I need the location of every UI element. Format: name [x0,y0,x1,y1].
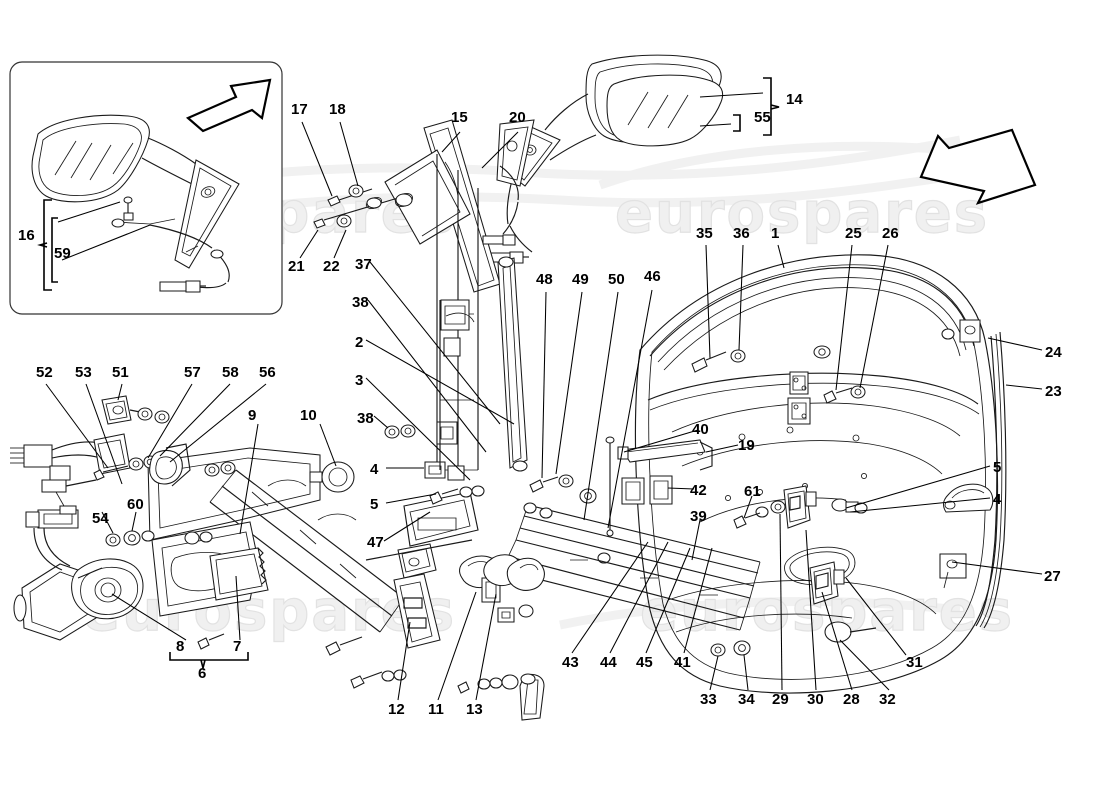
leader-lines [45,121,1043,701]
arrow-up-right-icon [185,78,272,133]
callout-1: 1 [771,225,779,242]
callout-58: 58 [222,364,239,381]
callout-56: 56 [259,364,276,381]
watermark-text-right: eurospares [615,181,989,246]
callout-38-a: 38 [352,294,369,311]
bracket-14-55 [699,77,780,136]
door-latch-group [710,485,877,657]
rear-view-mirror-right [485,54,724,264]
callout-59-inset: 59 [54,245,71,262]
callout-22: 22 [323,258,340,275]
callout-54: 54 [92,510,109,527]
callout-26: 26 [882,225,899,242]
callout-25: 25 [845,225,862,242]
callout-2: 2 [355,334,363,351]
callout-48: 48 [536,271,553,288]
callout-35: 35 [696,225,713,242]
callout-39: 39 [690,508,707,525]
callout-15: 15 [451,109,468,126]
callout-34: 34 [738,691,755,708]
callout-14: 14 [786,91,803,108]
callout-43: 43 [562,654,579,671]
callout-38-b: 38 [357,410,374,427]
callout-5-left: 5 [370,496,378,513]
callout-45: 45 [636,654,653,671]
inset-mirror-assembly [31,114,240,293]
door-sill-plate [365,300,485,561]
window-regulator-mechanism [10,395,405,650]
callout-49: 49 [572,271,589,288]
callout-24: 24 [1045,344,1062,361]
callout-20: 20 [509,109,526,126]
callout-41: 41 [674,654,691,671]
callout-11: 11 [428,701,444,718]
callout-7: 7 [233,638,241,655]
callout-52: 52 [36,364,53,381]
window-guide-rail [497,256,528,472]
callout-8: 8 [176,638,184,655]
callout-57: 57 [184,364,201,381]
callout-51: 51 [112,364,129,381]
callout-17: 17 [291,101,308,118]
callout-12: 12 [388,701,405,718]
callout-4-left: 4 [370,461,379,478]
callout-37: 37 [355,256,372,273]
callout-32: 32 [879,691,896,708]
callout-33: 33 [700,691,717,708]
callout-31: 31 [906,654,923,671]
callout-13: 13 [466,701,483,718]
callout-30: 30 [807,691,824,708]
callout-23: 23 [1045,383,1062,400]
callout-53: 53 [75,364,92,381]
callout-27: 27 [1044,568,1061,585]
callout-40: 40 [692,421,709,438]
mirror-detail-inset: 16 59 [9,61,283,315]
door-weatherstrip [939,319,1007,629]
callout-18: 18 [329,101,346,118]
callout-50: 50 [608,271,625,288]
callout-19: 19 [738,437,755,454]
callout-36: 36 [733,225,750,242]
callout-29: 29 [772,691,789,708]
callout-16-inset: 16 [18,227,35,244]
callout-21: 21 [288,258,305,275]
callout-9: 9 [248,407,256,424]
callout-46: 46 [644,268,661,285]
bracket-16-59 [37,199,151,291]
wiring-connector-group [10,441,105,515]
fastener-group-door-upper [691,328,955,404]
callout-44: 44 [600,654,617,671]
door-panel-assembly [634,254,999,694]
callout-10: 10 [300,407,317,424]
lower-bracket-group [325,543,545,721]
fastener-group-top-left [313,184,413,229]
callout-47: 47 [367,534,384,551]
callout-4-right: 4 [993,491,1002,508]
arrow-up-left-icon [919,128,1037,205]
bracket-6 [169,652,249,669]
callout-5-right: 5 [993,459,1001,476]
callout-3: 3 [355,372,363,389]
callout-60: 60 [127,496,144,513]
callout-55: 55 [754,109,771,126]
callout-28: 28 [843,691,860,708]
callout-42: 42 [690,482,707,499]
callout-6: 6 [198,665,206,682]
callout-61: 61 [744,483,761,500]
callout-number-layer: 17 18 15 20 21 22 37 38 2 3 38 4 5 10 9 … [36,101,1062,718]
